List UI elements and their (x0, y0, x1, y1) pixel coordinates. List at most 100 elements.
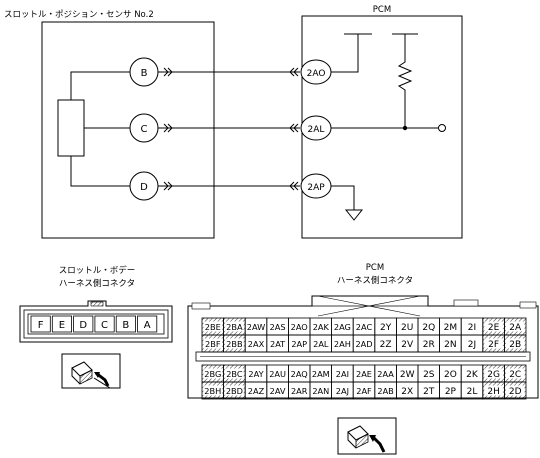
pcm-connector-pin-2bh: 2BH (201, 381, 225, 400)
pcm-connector-pin-label: 2Q (422, 323, 435, 333)
sensor-pin-b-label: B (141, 68, 148, 79)
pcm-connector-pin-label: 2AM (312, 369, 330, 379)
pcm-connector-pin-label: 2V (401, 340, 414, 350)
pcm-pin-2al: 2AL (300, 115, 332, 141)
pcm-connector-pin-label: 2D (509, 387, 522, 397)
pcm-harness-connector (187, 295, 539, 399)
pcm-connector-pin-label: 2L (467, 387, 478, 397)
pcm-connector-pin-label: 2AL (313, 339, 329, 349)
sensor-connector-pin-label: C (101, 320, 108, 331)
pcm-connector-pin-2h: 2H (482, 381, 505, 400)
pcm-connector-pin-label: 2U (401, 323, 413, 333)
pcm-connector-pin-label: 2BE (205, 322, 221, 332)
pcm-connector-pin-label: 2C (509, 370, 521, 380)
sensor-connector-pin-d: D (73, 315, 94, 333)
pcm-connector-pin-2b: 2B (503, 334, 527, 353)
pcm-connector-pin-label: 2AV (270, 386, 286, 396)
sensor-connector-pin-label: F (38, 320, 44, 331)
insertion-hand-icon (61, 353, 121, 389)
sensor-pin-b: B (129, 57, 159, 87)
pcm-connector-pin-label: 2AN (312, 386, 329, 396)
pcm-connector-pin-label: 2AH (334, 339, 351, 349)
sensor-connector-pin-f: F (30, 315, 51, 333)
pcm-connector-pin-label: 2X (401, 387, 413, 397)
pcm-connector-pin-label: 2I (468, 323, 476, 333)
pcm-connector-pin-label: 2AE (356, 369, 372, 379)
pcm-connector-pin-label: 2G (487, 370, 500, 380)
pcm-connector-pin-label: 2BB (226, 339, 243, 349)
sensor-connector-pin-c: C (94, 315, 115, 333)
pcm-connector-pin-label: 2BD (226, 386, 243, 396)
pcm-connector-pin-2e: 2E (482, 317, 505, 336)
pcm-connector-pin-label: 2AQ (291, 369, 308, 379)
pcm-connector-pin-label: 2Y (380, 323, 392, 333)
pcm-connector-pin-2g: 2G (482, 364, 505, 383)
pcm-connector-pin-label: 2AO (291, 322, 308, 332)
pcm-connector-pin-label: 2AS (270, 322, 286, 332)
pcm-connector-pin-2a: 2A (503, 317, 527, 336)
pcm-connector-pin-2bb: 2BB (223, 334, 246, 353)
pcm-connector-pin-label: 2H (487, 387, 500, 397)
pcm-connector-pin-label: 2AU (269, 369, 286, 379)
pcm-connector-pin-label: 2AF (356, 386, 372, 396)
sensor-connector-pin-label: E (59, 320, 65, 331)
pcm-connector-pin-label: 2B (509, 340, 521, 350)
pcm-title: PCM (373, 5, 391, 15)
sensor-resistor (57, 99, 85, 157)
pcm-connector-pin-label: 2Z (380, 340, 392, 350)
pcm-pin-2al-label: 2AL (308, 125, 325, 135)
sensor-connector-pin-label: A (144, 320, 151, 331)
wire-d-2ap (158, 181, 300, 191)
pcm-connector-pin-label: 2S (423, 370, 435, 380)
pcm-connector-title-line2: ハーネス側コネクタ (337, 275, 413, 286)
pcm-connector-pin-label: 2BG (204, 369, 221, 379)
pcm-connector-pin-label: 2T (423, 387, 435, 397)
pcm-connector-pin-2f: 2F (482, 334, 505, 353)
pcm-connector-pin-label: 2M (444, 323, 458, 333)
pcm-connector-pin-2bg: 2BG (201, 364, 225, 383)
sensor-connector-pin-b: B (115, 315, 136, 333)
pcm-connector-pin-2bd: 2BD (223, 381, 246, 400)
pcm-connector-pin-label: 2AY (248, 369, 264, 379)
pcm-connector-pin-label: 2AA (377, 369, 394, 379)
pcm-pin-2ap: 2AP (300, 173, 332, 199)
pcm-connector-pin-label: 2AG (334, 322, 351, 332)
pcm-connector-pin-label: 2BH (204, 386, 221, 396)
pcm-connector-pin-label: 2N (444, 340, 456, 350)
pcm-connector-pin-label: 2AD (355, 339, 372, 349)
pcm-internal-circuit (331, 33, 438, 221)
sensor-pin-d-label: D (140, 182, 148, 193)
sensor-pin-c: C (129, 113, 159, 143)
pcm-pin-2ao: 2AO (300, 59, 332, 85)
pcm-connector-pin-label: 2AI (336, 369, 349, 379)
pcm-connector-title-line1: PCM (366, 263, 384, 273)
wire-c-2al (158, 123, 300, 133)
sensor-pin-d: D (129, 171, 159, 201)
pcm-connector-pin-2be: 2BE (201, 317, 225, 336)
pcm-connector-pin-2bf: 2BF (201, 334, 225, 353)
sensor-connector-pin-label: B (122, 320, 129, 331)
pcm-connector-pin-label: 2AC (356, 322, 373, 332)
terminal-circle (438, 124, 446, 132)
pcm-connector-pin-label: 2BF (205, 339, 221, 349)
pcm-connector-pin-label: 2AT (270, 339, 286, 349)
sensor-box (41, 21, 215, 239)
sensor-connector-title-line2: ハーネス側コネクタ (59, 278, 135, 289)
pcm-connector-pin-label: 2AW (247, 322, 265, 332)
pcm-connector-pin-2d: 2D (503, 381, 527, 400)
pcm-connector-pin-2c: 2C (503, 364, 527, 383)
sensor-connector-pin-label: D (79, 320, 87, 331)
pcm-pin-2ao-label: 2AO (307, 69, 326, 79)
pcm-connector-pin-label: 2F (488, 340, 499, 350)
pcm-connector-pin-label: 2AB (377, 386, 394, 396)
pcm-connector-pin-label: 2AZ (248, 386, 265, 396)
sensor-pin-c-label: C (141, 124, 148, 135)
wire-b-2ao (158, 67, 300, 77)
pcm-connector-pin-label: 2AX (248, 339, 265, 349)
pcm-connector-pin-label: 2AJ (336, 386, 349, 396)
pcm-pin-2ap-label: 2AP (307, 183, 325, 193)
pcm-connector-pin-label: 2P (445, 387, 457, 397)
